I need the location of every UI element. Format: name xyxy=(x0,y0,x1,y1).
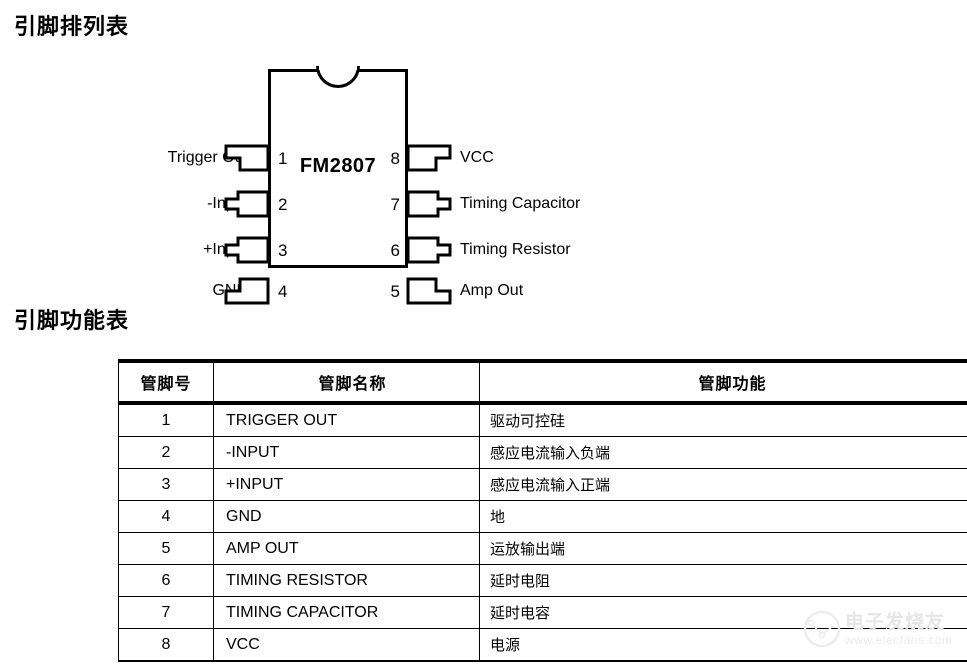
cell-pin-number: 1 xyxy=(118,402,214,437)
pin-lead-step-down-icon xyxy=(406,144,452,172)
chip-pinout-diagram: FM2807 Trigger Out 1 -Input 2 +Input 3 G… xyxy=(120,55,680,305)
cell-pin-function: 感应电流输入负端 xyxy=(479,436,967,469)
chip-part-number: FM2807 xyxy=(299,155,377,177)
table-row: 1 TRIGGER OUT 驱动可控硅 xyxy=(118,402,967,437)
page-title-pin-arrangement: 引脚排列表 xyxy=(14,15,130,40)
cell-pin-function: 感应电流输入正端 xyxy=(479,468,967,501)
pin-number-7: 7 xyxy=(390,195,400,214)
cell-pin-number: 7 xyxy=(118,596,214,629)
table-header-row: 管脚号 管脚名称 管脚功能 xyxy=(118,359,967,405)
table-row: 6 TIMING RESISTOR 延时电阻 xyxy=(118,564,967,597)
pin-lead-step-up-icon xyxy=(406,277,452,305)
pin-label-timing-capacitor: Timing Capacitor xyxy=(460,195,581,212)
cell-pin-name: TIMING RESISTOR xyxy=(213,564,480,597)
pin-number-8: 8 xyxy=(390,149,400,168)
pin-lead-notch-icon xyxy=(224,190,270,218)
cell-pin-function: 运放输出端 xyxy=(479,532,967,565)
pin-lead-notch-icon xyxy=(224,236,270,264)
pin-number-6: 6 xyxy=(390,241,400,260)
cell-pin-name: +INPUT xyxy=(213,468,480,501)
table-row: 4 GND 地 xyxy=(118,500,967,533)
table-row: 7 TIMING CAPACITOR 延时电容 xyxy=(118,596,967,629)
cell-pin-number: 5 xyxy=(118,532,214,565)
pin-number-3: 3 xyxy=(278,241,288,260)
table-row: 2 -INPUT 感应电流输入负端 xyxy=(118,436,967,469)
pin-label-timing-resistor: Timing Resistor xyxy=(460,241,571,258)
chip-notch-mask xyxy=(319,66,357,70)
cell-pin-name: -INPUT xyxy=(213,436,480,469)
column-header-pin-function: 管脚功能 xyxy=(479,359,967,405)
table-body: 1 TRIGGER OUT 驱动可控硅 2 -INPUT 感应电流输入负端 3 … xyxy=(118,402,967,662)
cell-pin-number: 6 xyxy=(118,564,214,597)
table-row: 5 AMP OUT 运放输出端 xyxy=(118,532,967,565)
cell-pin-function: 电源 xyxy=(479,628,967,662)
cell-pin-name: TRIGGER OUT xyxy=(213,402,480,437)
cell-pin-name: GND xyxy=(213,500,480,533)
pin-lead-notch-icon xyxy=(406,190,452,218)
page-title-pin-function: 引脚功能表 xyxy=(14,309,130,334)
pin-lead-step-down-icon xyxy=(224,144,270,172)
column-header-pin-name: 管脚名称 xyxy=(213,359,480,405)
pin-function-table: 管脚号 管脚名称 管脚功能 1 TRIGGER OUT 驱动可控硅 2 -INP… xyxy=(118,359,967,662)
column-header-pin-number: 管脚号 xyxy=(118,359,214,405)
pin-lead-notch-icon xyxy=(406,236,452,264)
pin-number-1: 1 xyxy=(278,149,288,168)
cell-pin-name: TIMING CAPACITOR xyxy=(213,596,480,629)
pin-number-2: 2 xyxy=(278,195,288,214)
pin-lead-step-up-icon xyxy=(224,277,270,305)
cell-pin-name: VCC xyxy=(213,628,480,662)
cell-pin-function: 地 xyxy=(479,500,967,533)
table-row: 3 +INPUT 感应电流输入正端 xyxy=(118,468,967,501)
pin-label-amp-out: Amp Out xyxy=(460,282,524,299)
cell-pin-function: 延时电阻 xyxy=(479,564,967,597)
cell-pin-number: 4 xyxy=(118,500,214,533)
cell-pin-number: 2 xyxy=(118,436,214,469)
pin-number-5: 5 xyxy=(390,282,400,301)
cell-pin-function: 驱动可控硅 xyxy=(479,402,967,437)
cell-pin-function: 延时电容 xyxy=(479,596,967,629)
table-row: 8 VCC 电源 xyxy=(118,628,967,662)
cell-pin-name: AMP OUT xyxy=(213,532,480,565)
pin-number-4: 4 xyxy=(278,282,288,301)
cell-pin-number: 3 xyxy=(118,468,214,501)
cell-pin-number: 8 xyxy=(118,628,214,662)
pin-label-vcc: VCC xyxy=(460,149,494,166)
